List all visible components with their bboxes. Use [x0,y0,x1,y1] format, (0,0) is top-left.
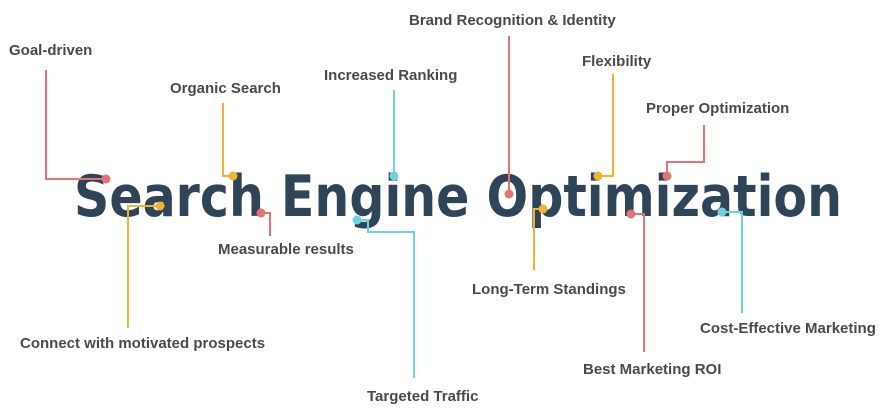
callout-connect-prospects: Connect with motivated prospects [20,201,265,352]
callout-increased-ranking: Increased Ranking [324,67,457,181]
label-connect-prospects: Connect with motivated prospects [20,335,265,352]
callout-brand-recognition: Brand Recognition & Identity [409,12,616,199]
anchor-dot [256,208,266,218]
leader-line [127,205,160,328]
callout-flexibility: Flexibility [582,53,652,181]
callout-proper-optimization: Proper Optimization [646,100,789,181]
leader-line [722,211,743,313]
callout-long-term-standings: Long-Term Standings [472,204,626,298]
anchor-dot [228,171,238,181]
anchor-dot [662,171,672,181]
callout-measurable-results: Measurable results [218,208,354,258]
leader-line [598,74,614,177]
callout-cost-effective: Cost-Effective Marketing [700,207,876,337]
anchor-dot [593,171,603,181]
anchor-dot [352,215,362,225]
label-cost-effective: Cost-Effective Marketing [700,320,876,337]
anchor-dot [389,171,399,181]
callout-best-marketing-roi: Best Marketing ROI [583,209,721,378]
leader-line [631,213,645,352]
label-long-term-standings: Long-Term Standings [472,281,626,298]
anchor-dot [538,204,548,214]
label-flexibility: Flexibility [582,53,652,70]
anchor-dot [504,189,514,199]
leader-line [666,125,705,176]
anchor-dot [717,207,727,217]
diagram-title: Search Engine Optimization [74,164,842,230]
label-targeted-traffic: Targeted Traffic [367,388,478,405]
label-best-marketing-roi: Best Marketing ROI [583,361,721,378]
label-increased-ranking: Increased Ranking [324,67,457,84]
callout-organic-search: Organic Search [170,80,281,181]
callout-goal-driven: Goal-driven [9,42,111,184]
callout-targeted-traffic: Targeted Traffic [352,215,478,405]
label-measurable-results: Measurable results [218,241,354,258]
label-brand-recognition: Brand Recognition & Identity [409,12,616,29]
label-organic-search: Organic Search [170,80,281,97]
leader-line [357,219,415,378]
anchor-dot [155,201,165,211]
leader-line [45,70,106,180]
label-proper-optimization: Proper Optimization [646,100,789,117]
label-goal-driven: Goal-driven [9,42,92,59]
anchor-dot [101,174,111,184]
anchor-dot [626,209,636,219]
